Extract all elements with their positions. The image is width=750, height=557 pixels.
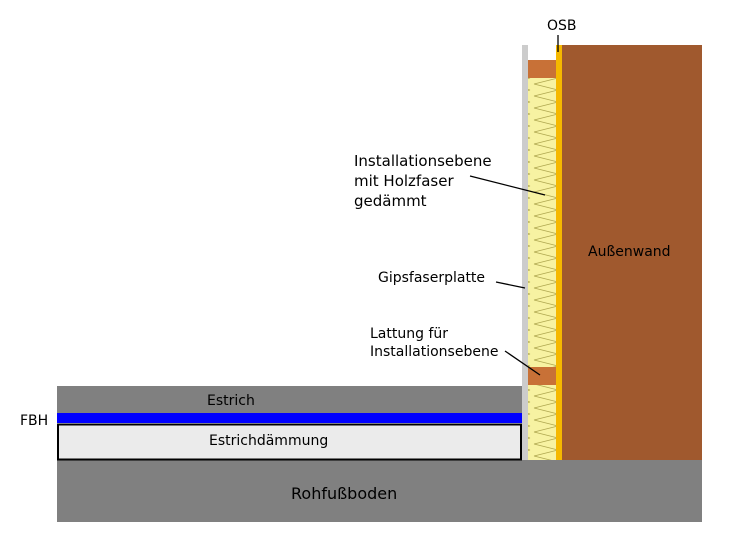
rohfussboden-slab (57, 460, 702, 522)
label-estrichdaemmung: Estrichdämmung (209, 433, 328, 449)
gipsfaserplatte-board (522, 45, 528, 460)
label-rohfussboden: Rohfußboden (291, 484, 397, 503)
leader-lines (469, 35, 559, 376)
label-installation-1: Installationsebene (354, 152, 492, 170)
insulation-layer (528, 60, 556, 460)
label-aussenwand: Außenwand (588, 244, 671, 260)
label-installation-2: mit Holzfaser (354, 172, 454, 190)
label-fbh: FBH (20, 413, 48, 429)
label-gipsfaserplatte: Gipsfaserplatte (378, 270, 485, 286)
label-lattung-2: Installationsebene (370, 344, 498, 360)
estrich-layer (57, 386, 522, 413)
estrichdaemmung-layer (57, 423, 522, 461)
label-estrich: Estrich (207, 393, 255, 409)
label-osb: OSB (547, 18, 577, 34)
lath-top (528, 60, 556, 78)
fbh-layer (57, 413, 522, 423)
aussenwand (562, 45, 702, 460)
osb-board (556, 45, 562, 460)
label-installation-3: gedämmt (354, 192, 427, 210)
label-lattung-1: Lattung für (370, 326, 448, 342)
